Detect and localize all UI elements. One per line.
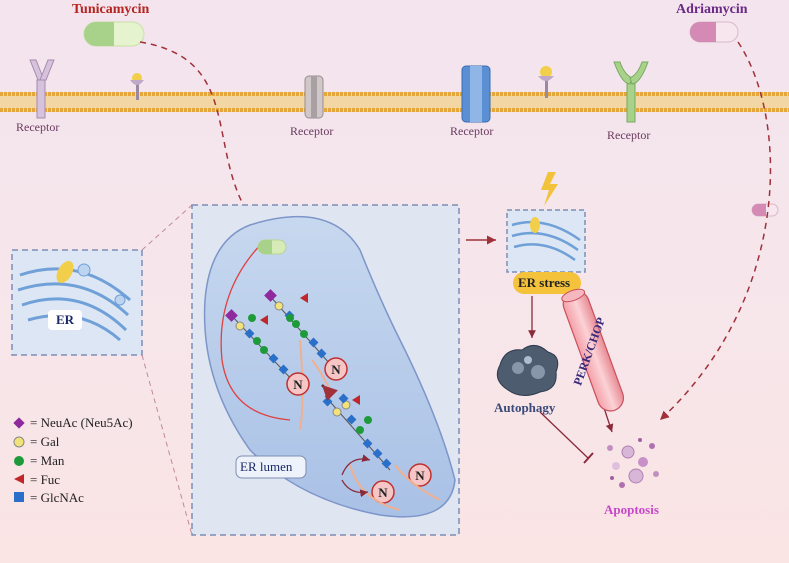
n-label-2: N [293,377,303,392]
receptor-channel [304,75,324,119]
apoptosis-debris [607,438,659,488]
glycan-chain-2 [322,393,392,471]
legend-text-neuac: = NeuAc (Neu5Ac) [30,415,133,430]
legend-text-gal: = Gal [30,434,60,449]
er-label: ER [48,310,83,330]
receptor-label-3: Receptor [450,124,494,138]
legend-item-fuc: = Fuc [30,472,60,488]
perk-chop-tube [561,288,625,412]
n-residue-2: N [286,372,310,396]
adriamycin-capsule-small [751,203,779,217]
tunicamycin-label: Tunicamycin [72,2,150,17]
er-lumen-box: N N N N [191,204,460,536]
small-receptor-2 [538,66,554,98]
n-label-1: N [331,362,341,377]
autophagy-blob [496,345,559,396]
legend-item-glcnac: = GlcNAc [30,490,84,506]
legend-symbols [13,417,25,502]
legend-item-gal: = Gal [30,434,59,450]
receptor-y-right [613,61,649,123]
small-receptor-1 [130,73,144,100]
receptor-y-left [29,59,55,119]
adriamycin-label: Adriamycin [676,2,748,17]
adriamycin-path [659,41,772,421]
receptor-label-2: Receptor [290,124,334,138]
n-residue-3: N [408,463,432,487]
glycan-chain-1 [225,289,331,384]
n-residue-1: N [324,357,348,381]
legend-item-neuac: = NeuAc (Neu5Ac) [30,415,133,431]
receptor-label-1: Receptor [16,120,60,134]
legend-text-glcnac: = GlcNAc [30,490,84,505]
er-lumen-label: ER lumen [240,459,293,474]
legend-item-man: = Man [30,453,64,469]
er-stress-box [506,172,586,294]
n-label-3: N [415,468,425,483]
cell-membrane [0,92,789,112]
tunicamycin-capsule [83,21,145,47]
autophagy-label: Autophagy [494,400,556,415]
legend-text-man: = Man [30,453,65,468]
er-inset-box [11,249,143,356]
receptor-blue [461,65,491,123]
apoptosis-label: Apoptosis [604,502,659,517]
adriamycin-capsule [689,21,739,43]
n-label-4: N [378,485,388,500]
er-stress-label: ER stress [518,275,571,290]
receptor-label-4: Receptor [607,128,651,142]
legend-text-fuc: = Fuc [30,472,61,487]
tunicamycin-path [139,41,261,231]
